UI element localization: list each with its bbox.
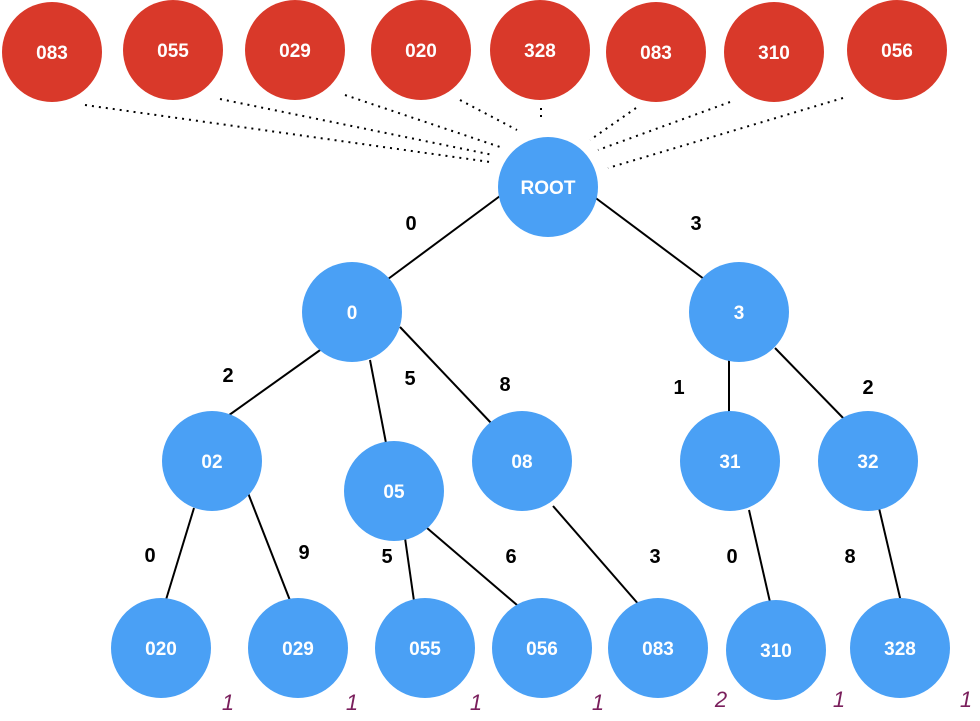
edge-label: 5	[404, 368, 415, 390]
input-node-label: 056	[881, 41, 913, 62]
edge-label: 9	[298, 542, 309, 564]
input-node: 083	[606, 2, 706, 102]
input-node: 055	[123, 0, 223, 100]
input-node: 056	[847, 0, 947, 100]
leaf-node-label: 020	[145, 639, 177, 660]
trie-node: 02	[162, 411, 262, 511]
input-node-label: 310	[758, 43, 790, 64]
trie-node-label: 0	[347, 303, 358, 324]
edge-label: 5	[381, 546, 392, 568]
edge-label: 8	[844, 546, 855, 568]
leaf-count: 2	[714, 687, 727, 712]
edge-label: 2	[862, 377, 873, 399]
edge-label: 0	[726, 546, 737, 568]
edge-label: 8	[499, 374, 510, 396]
leaf-node: 083	[608, 598, 708, 698]
leaf-node-label: 029	[282, 639, 314, 660]
trie-node: 0	[302, 262, 402, 362]
leaf-counts: 1 1 1 1 2 1 1	[222, 687, 972, 715]
trie-node-label: 3	[734, 303, 745, 324]
leaf-node-label: 310	[760, 641, 792, 662]
root-node: ROOT	[498, 137, 598, 237]
input-node: 020	[371, 0, 471, 100]
tree-edges	[164, 195, 902, 607]
leaf-node-label: 328	[884, 639, 916, 660]
input-node: 029	[245, 0, 345, 100]
leaf-node: 029	[248, 598, 348, 698]
trie-node: 32	[818, 411, 918, 511]
leaf-node-label: 083	[642, 639, 674, 660]
input-nodes: 083 055 029 020 328 083 310 056	[2, 0, 947, 102]
trie-node: 08	[472, 411, 572, 511]
input-node-label: 083	[640, 43, 672, 64]
trie-node-label: 05	[383, 482, 405, 503]
edge-label: 0	[144, 545, 155, 567]
input-node: 328	[490, 0, 590, 100]
trie-node: 31	[680, 411, 780, 511]
leaf-node: 328	[850, 598, 950, 698]
leaf-count: 1	[222, 690, 234, 715]
input-node-label: 029	[279, 41, 311, 62]
input-node-label: 055	[157, 41, 189, 62]
leaf-node: 310	[726, 600, 826, 700]
edge-label: 6	[505, 546, 516, 568]
trie-node-label: 31	[719, 452, 741, 473]
leaf-count: 1	[592, 690, 604, 715]
leaf-count: 1	[960, 687, 972, 712]
input-node: 083	[2, 2, 102, 102]
trie-nodes: ROOT 0 3 02 05 08 31 32 020 029 055 056 …	[111, 137, 950, 700]
leaf-count: 1	[346, 690, 358, 715]
input-node: 310	[724, 2, 824, 102]
leaf-node: 020	[111, 598, 211, 698]
leaf-count: 1	[833, 687, 845, 712]
leaf-node-label: 056	[526, 639, 558, 660]
trie-node-label: 02	[201, 452, 222, 473]
edge-label: 1	[673, 377, 684, 399]
trie-node: 3	[689, 262, 789, 362]
leaf-node: 055	[375, 598, 475, 698]
input-node-label: 083	[36, 43, 68, 64]
leaf-node: 056	[492, 598, 592, 698]
root-node-label: ROOT	[521, 178, 576, 199]
edge-label: 3	[649, 546, 660, 568]
edge-label: 3	[690, 213, 701, 235]
edge-label: 2	[222, 365, 233, 387]
input-connectors	[84, 94, 844, 169]
edge-label: 0	[405, 213, 416, 235]
input-node-label: 020	[405, 41, 437, 62]
edge-labels: 0 3 2 5 8 1 2 0 9 5 6 3 0 8	[144, 213, 873, 568]
leaf-count: 1	[470, 690, 482, 715]
trie-node: 05	[344, 441, 444, 541]
trie-node-label: 08	[511, 452, 532, 473]
input-node-label: 328	[524, 41, 556, 62]
trie-node-label: 32	[857, 452, 878, 473]
leaf-node-label: 055	[409, 639, 441, 660]
